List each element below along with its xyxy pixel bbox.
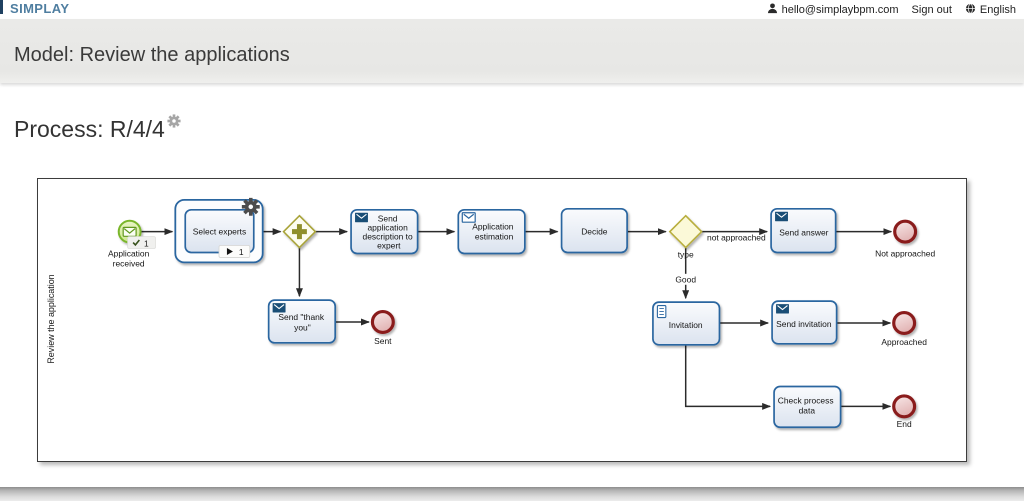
task-send-invitation[interactable]: Send invitation	[771, 300, 838, 345]
task-label: Send invitation	[776, 319, 832, 329]
start-event-completed-badge: 1	[127, 236, 156, 249]
task-label: Send application description to expert	[363, 214, 416, 251]
completed-check-icon	[132, 239, 140, 247]
flow-label-good-bg	[671, 273, 700, 285]
subprocess-running-badge: 1	[218, 245, 251, 258]
model-title-bar: Model: Review the applications	[0, 19, 1024, 83]
task-decide[interactable]: Decide	[560, 207, 628, 254]
model-title: Model: Review the applications	[14, 43, 290, 66]
user-icon	[767, 2, 778, 17]
end-event-not-approached[interactable]	[893, 219, 918, 244]
task-application-estimation[interactable]: Application estimation	[457, 208, 526, 255]
brand-accent-bar	[0, 0, 3, 14]
task-check-process-data[interactable]: Check process data	[773, 385, 842, 429]
flow-label-good: Good	[675, 274, 696, 284]
running-play-icon	[226, 248, 233, 255]
simplay-logo[interactable]: SIMPLAY	[10, 1, 70, 16]
completed-count: 1	[144, 238, 149, 248]
user-menu[interactable]: hello@simplaybpm.com	[767, 2, 899, 17]
process-title-text: Process: R/4/4	[14, 116, 165, 142]
end-event-label: Approached	[881, 337, 927, 347]
end-event-label: End	[897, 419, 912, 429]
sequence-flow-invitation-to-check	[684, 344, 772, 410]
navbar-right: hello@simplaybpm.com Sign out English	[767, 0, 1016, 19]
end-event-label: Sent	[374, 336, 392, 346]
user-email: hello@simplaybpm.com	[781, 3, 899, 16]
running-count: 1	[239, 247, 244, 257]
footer-strip	[0, 487, 1024, 501]
diagram-canvas: Review the application not approached Go…	[37, 178, 967, 462]
send-message-icon	[776, 304, 789, 314]
send-message-icon	[355, 212, 368, 223]
message-envelope-icon	[122, 226, 137, 237]
bpmn-diagram: Review the application not approached Go…	[46, 197, 935, 429]
exclusive-gateway-label: type	[678, 249, 694, 259]
top-navbar: SIMPLAY hello@simplaybpm.com Sign out En…	[0, 0, 1024, 19]
task-send-answer[interactable]: Send answer	[770, 207, 837, 254]
end-event-label: Not approached	[875, 248, 935, 258]
send-message-icon	[775, 211, 788, 222]
subprocess-gear-icon[interactable]	[241, 197, 260, 216]
subprocess-label: Select experts	[193, 227, 246, 237]
process-settings-gear-icon[interactable]	[167, 107, 181, 134]
sign-out-label: Sign out	[911, 3, 952, 16]
lane-label: Review the application	[46, 274, 56, 363]
language-switcher[interactable]: English	[965, 3, 1016, 17]
language-label: English	[979, 3, 1016, 16]
start-event-label-line2: received	[113, 258, 145, 268]
sign-out-link[interactable]: Sign out	[912, 4, 952, 16]
task-label: Application estimation	[472, 222, 516, 242]
task-label: Send answer	[779, 228, 828, 238]
start-event-label-line1: Application	[108, 248, 150, 258]
subprocess-select-experts[interactable]: Select experts	[174, 197, 264, 264]
task-label: Send "thank you"	[278, 312, 326, 332]
exclusive-gateway-type[interactable]	[668, 214, 703, 249]
end-event-approached[interactable]	[892, 310, 917, 335]
end-event-sent[interactable]	[370, 309, 395, 335]
receive-message-icon	[461, 212, 476, 223]
end-event-end[interactable]	[892, 394, 917, 419]
parallel-gateway[interactable]	[282, 214, 317, 249]
flow-label-not-approached: not approached	[707, 233, 766, 243]
parallel-plus-icon	[291, 224, 307, 240]
task-send-thank-you[interactable]: Send "thank you"	[267, 299, 337, 344]
task-label: Decide	[581, 227, 608, 237]
task-label: Check process data	[778, 395, 836, 415]
send-message-icon	[272, 303, 286, 313]
globe-icon	[965, 3, 976, 17]
task-send-application-description[interactable]: Send application description to expert	[350, 208, 419, 255]
task-invitation[interactable]: Invitation	[652, 301, 721, 346]
script-task-icon	[656, 305, 667, 319]
task-label: Invitation	[669, 320, 703, 330]
process-title: Process: R/4/4	[14, 114, 181, 143]
